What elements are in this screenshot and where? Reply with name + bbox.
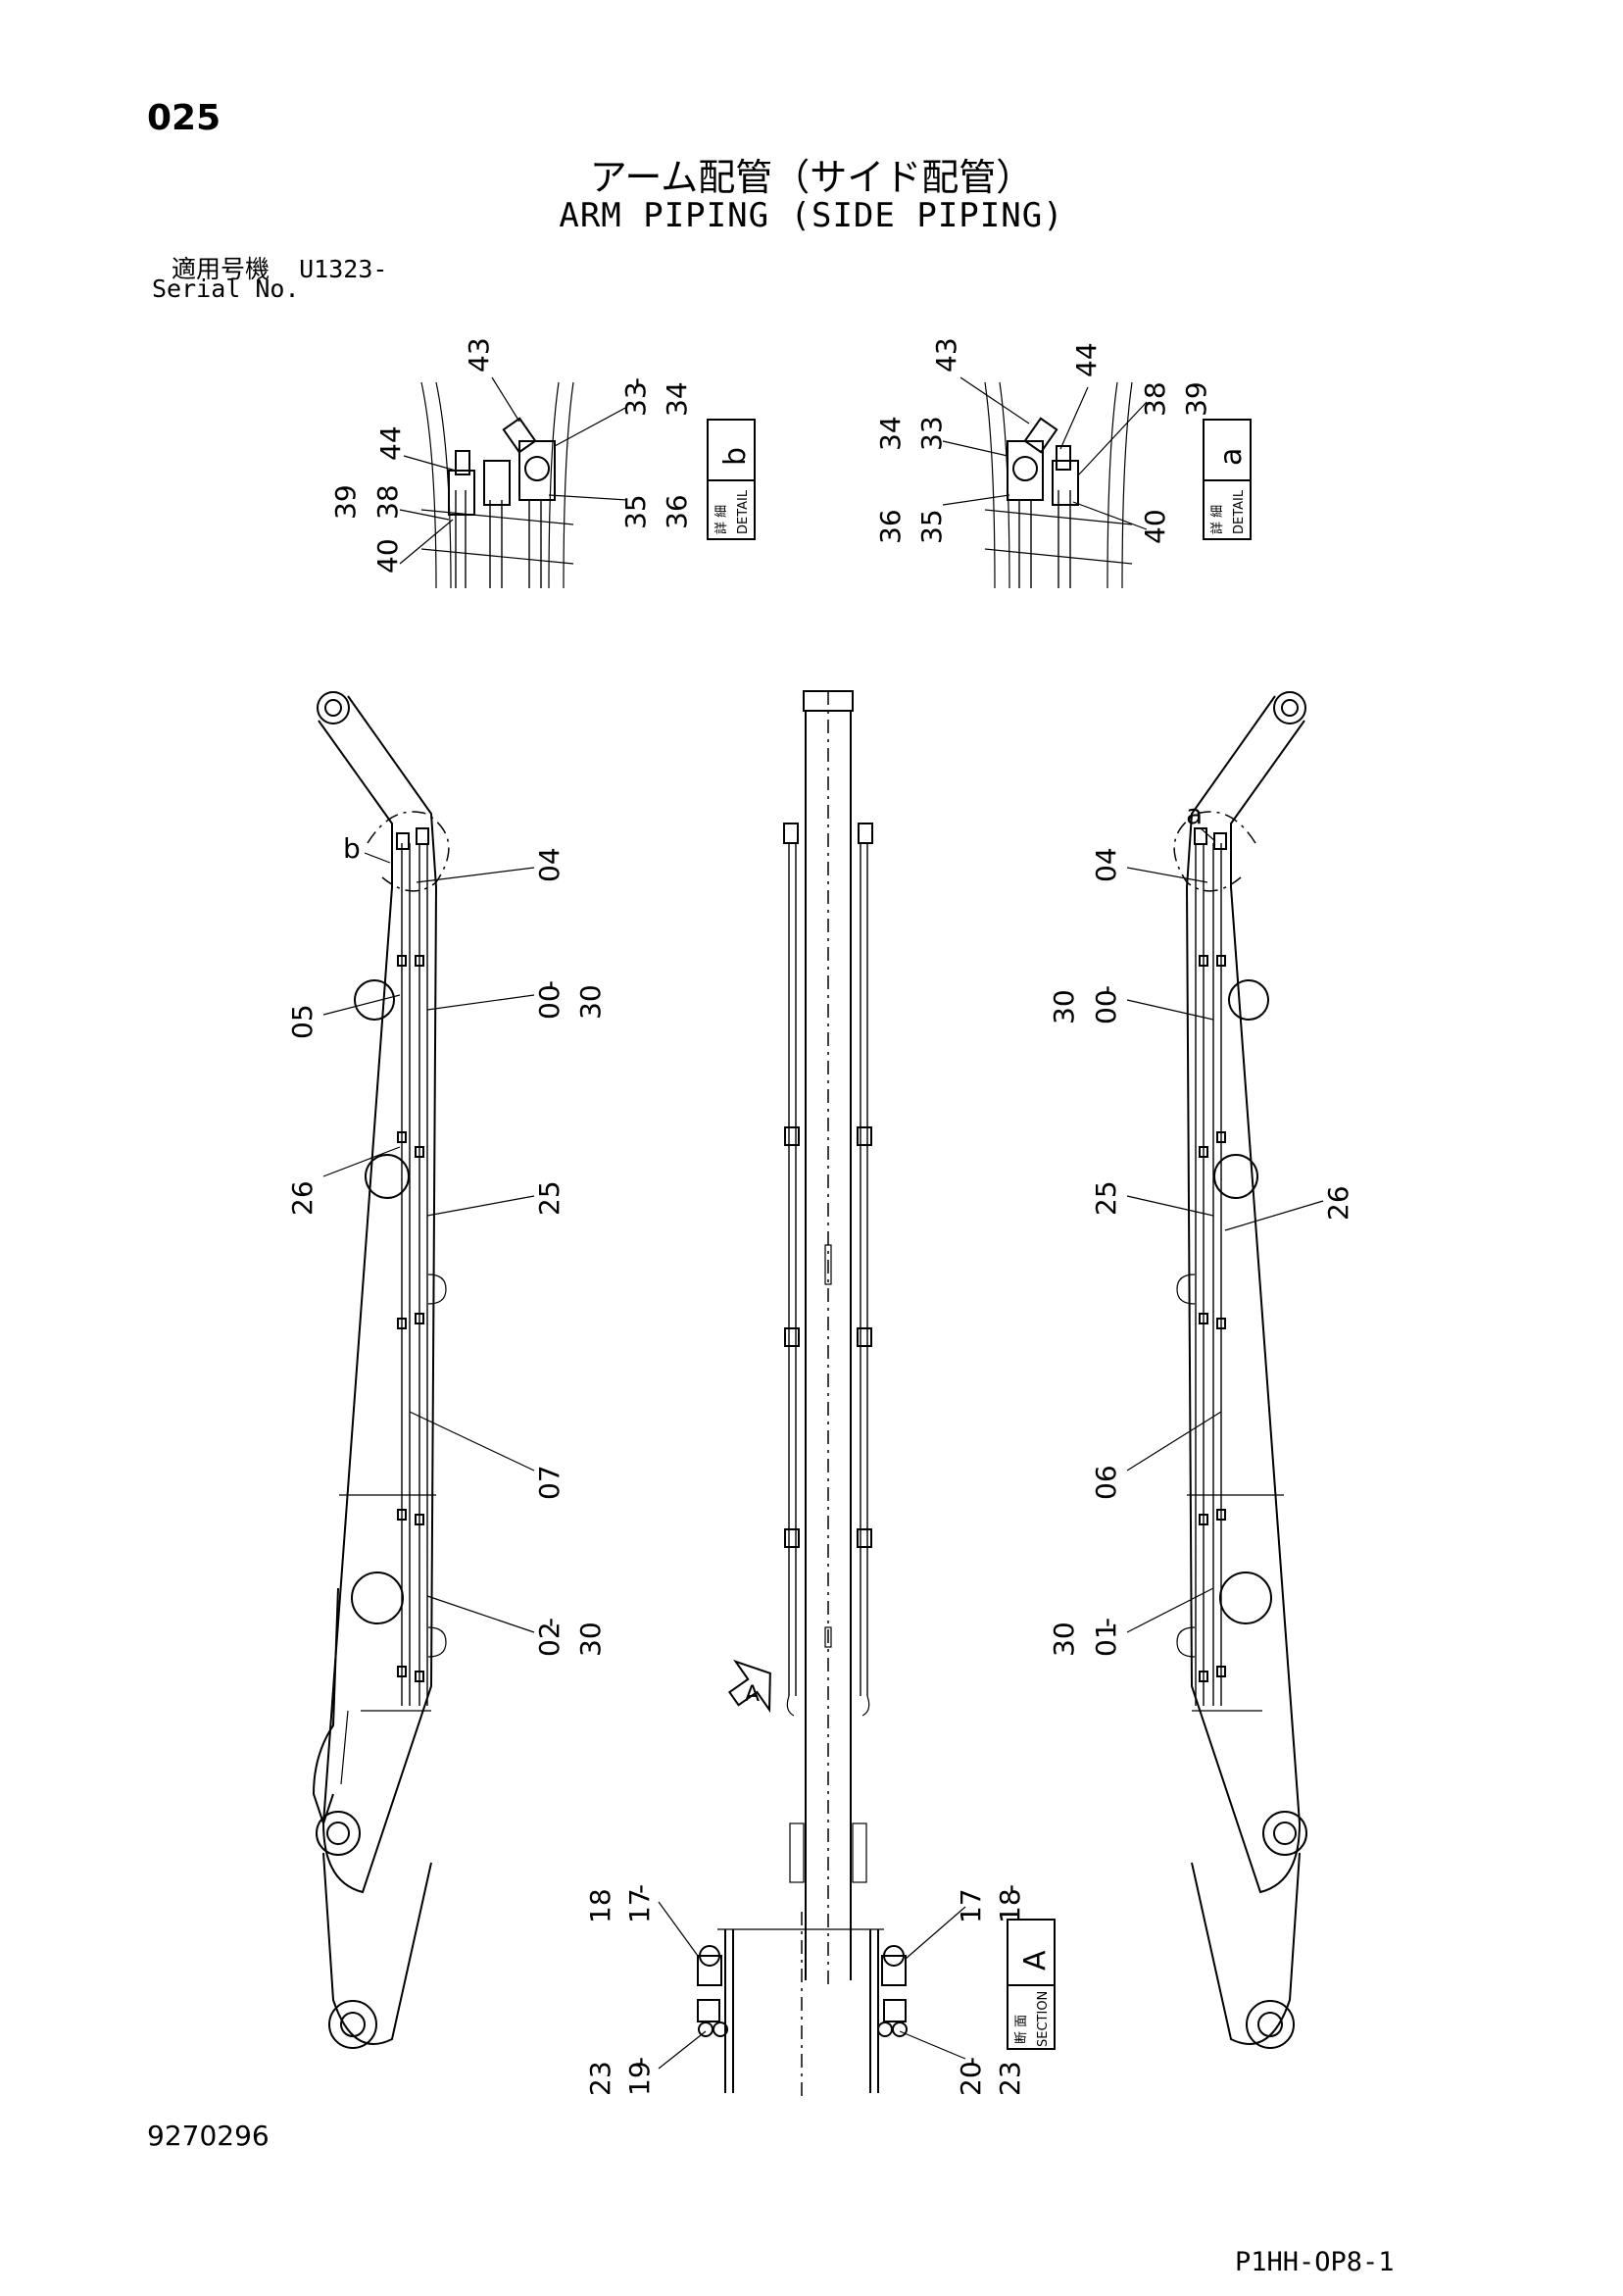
detail-b-jp: 詳 細	[713, 505, 729, 534]
callout-sec-23a: 23	[584, 2061, 616, 2096]
callout-b-33: 33	[619, 381, 652, 417]
callout-b-34: 34	[661, 381, 693, 417]
callout-left-00: 00	[533, 984, 566, 1020]
page-number: 025	[147, 98, 221, 138]
callout-sec-dash3: -	[623, 2057, 656, 2067]
callout-a-43: 43	[930, 337, 962, 373]
section-a-view	[697, 1912, 908, 2098]
callout-left-04: 04	[533, 847, 566, 882]
center-arm-body	[783, 690, 873, 1985]
callout-left-dash1: -	[533, 980, 566, 990]
callout-right-06: 06	[1090, 1465, 1122, 1500]
serial-label-english: Serial No.	[152, 275, 300, 303]
right-arm-body	[1173, 691, 1307, 2049]
callout-sec-dash4: -	[955, 2057, 987, 2067]
section-box-letter: A	[1018, 1950, 1053, 1971]
detail-a-jp: 詳 細	[1209, 505, 1225, 534]
callout-left-b: b	[343, 832, 361, 865]
callout-b-44: 44	[374, 425, 407, 461]
drawing-code: P1HH-OP8-1	[1235, 2247, 1395, 2277]
callout-a-33: 33	[915, 416, 948, 451]
detail-a-letter: a	[1214, 448, 1249, 466]
callout-b-38: 38	[371, 484, 404, 520]
callout-b-36: 36	[661, 494, 693, 529]
callout-a-34: 34	[874, 416, 907, 451]
callout-right-25: 25	[1090, 1180, 1122, 1216]
callout-a-39: 39	[1180, 381, 1212, 417]
title-japanese: アーム配管（サイド配管）	[589, 156, 1034, 199]
detail-a-callouts: 43 44 34 33 38 39 36 35 40	[874, 337, 1212, 544]
callout-left-02: 02	[533, 1622, 566, 1657]
section-a-box: A 断 面 SECTION	[1007, 1919, 1056, 2050]
callout-right-a: a	[1186, 798, 1203, 830]
callout-sec-dash1: -	[623, 1884, 656, 1894]
section-marker-letter: A	[745, 1682, 760, 1707]
detail-a-en: DETAIL	[1232, 489, 1247, 534]
callout-sec-18b: 18	[994, 1888, 1026, 1923]
callout-a-35: 35	[915, 509, 948, 544]
serial-label-japanese: 適用号機 U1323-	[172, 250, 387, 285]
callout-right-01: 01	[1090, 1622, 1122, 1657]
serial-value: U1323-	[299, 255, 388, 283]
callout-right-dash2: -	[1090, 1618, 1122, 1627]
detail-a-box: a 詳 細 DETAIL	[1203, 419, 1252, 540]
callout-right-26: 26	[1322, 1185, 1354, 1221]
callout-sec-dash2: -	[994, 1884, 1026, 1894]
section-box-jp: 断 面	[1014, 2015, 1029, 2044]
detail-b-en: DETAIL	[736, 489, 751, 534]
left-arm-pipes	[396, 827, 429, 1706]
callout-left-25: 25	[533, 1180, 566, 1216]
callout-sec-18a: 18	[584, 1888, 616, 1923]
detail-b-callouts: 43 33 - 34 44 39 38 40 35 36	[329, 337, 693, 574]
callout-left-05: 05	[286, 1004, 319, 1039]
callout-sec-17b: 17	[955, 1888, 987, 1923]
right-arm-callouts: a 04 30 - 00 25 26 06 30 - 01	[1048, 798, 1354, 1657]
callout-b-39: 39	[329, 484, 362, 520]
callout-a-38: 38	[1139, 381, 1171, 417]
left-arm-body	[312, 691, 450, 2049]
serial-label-jp: 適用号機	[172, 255, 270, 283]
section-box-en: SECTION	[1036, 1991, 1051, 2047]
callout-right-30a: 30	[1048, 989, 1080, 1024]
callout-b-dash1: -	[619, 377, 652, 387]
callout-sec-23b: 23	[994, 2061, 1026, 2096]
callout-a-36: 36	[874, 509, 907, 544]
detail-b-view	[420, 381, 574, 589]
callout-right-30b: 30	[1048, 1622, 1080, 1657]
callout-right-04: 04	[1090, 847, 1122, 882]
callout-left-30a: 30	[574, 984, 607, 1020]
detail-b-box: b 詳 細 DETAIL	[707, 419, 756, 540]
left-arm-callouts: b 04 05 00 - 30 26 25 07 02 - 30	[286, 832, 607, 1657]
callout-left-07: 07	[533, 1465, 566, 1500]
section-marker-a: A	[727, 1659, 771, 1714]
detail-b-letter: b	[718, 447, 753, 466]
document-number: 9270296	[147, 2120, 270, 2152]
section-a-callouts: 18 - 17 17 - 18 23 - 19 20 - 23	[584, 1884, 1026, 2096]
callout-sec-20: 20	[955, 2061, 987, 2096]
callout-sec-17a: 17	[623, 1888, 656, 1923]
callout-sec-19: 19	[623, 2061, 656, 2096]
callout-b-40: 40	[371, 538, 404, 574]
title-english: ARM PIPING (SIDE PIPING)	[559, 196, 1064, 235]
callout-right-dash1: -	[1090, 985, 1122, 995]
detail-a-view	[984, 381, 1133, 589]
callout-right-00: 00	[1090, 989, 1122, 1024]
callout-left-26: 26	[286, 1180, 319, 1216]
callout-a-44: 44	[1070, 342, 1103, 377]
callout-a-40: 40	[1139, 509, 1171, 544]
callout-left-dash2: -	[533, 1618, 566, 1627]
callout-left-30b: 30	[574, 1622, 607, 1657]
callout-b-43: 43	[463, 337, 495, 373]
right-arm-pipes	[1194, 827, 1227, 1706]
